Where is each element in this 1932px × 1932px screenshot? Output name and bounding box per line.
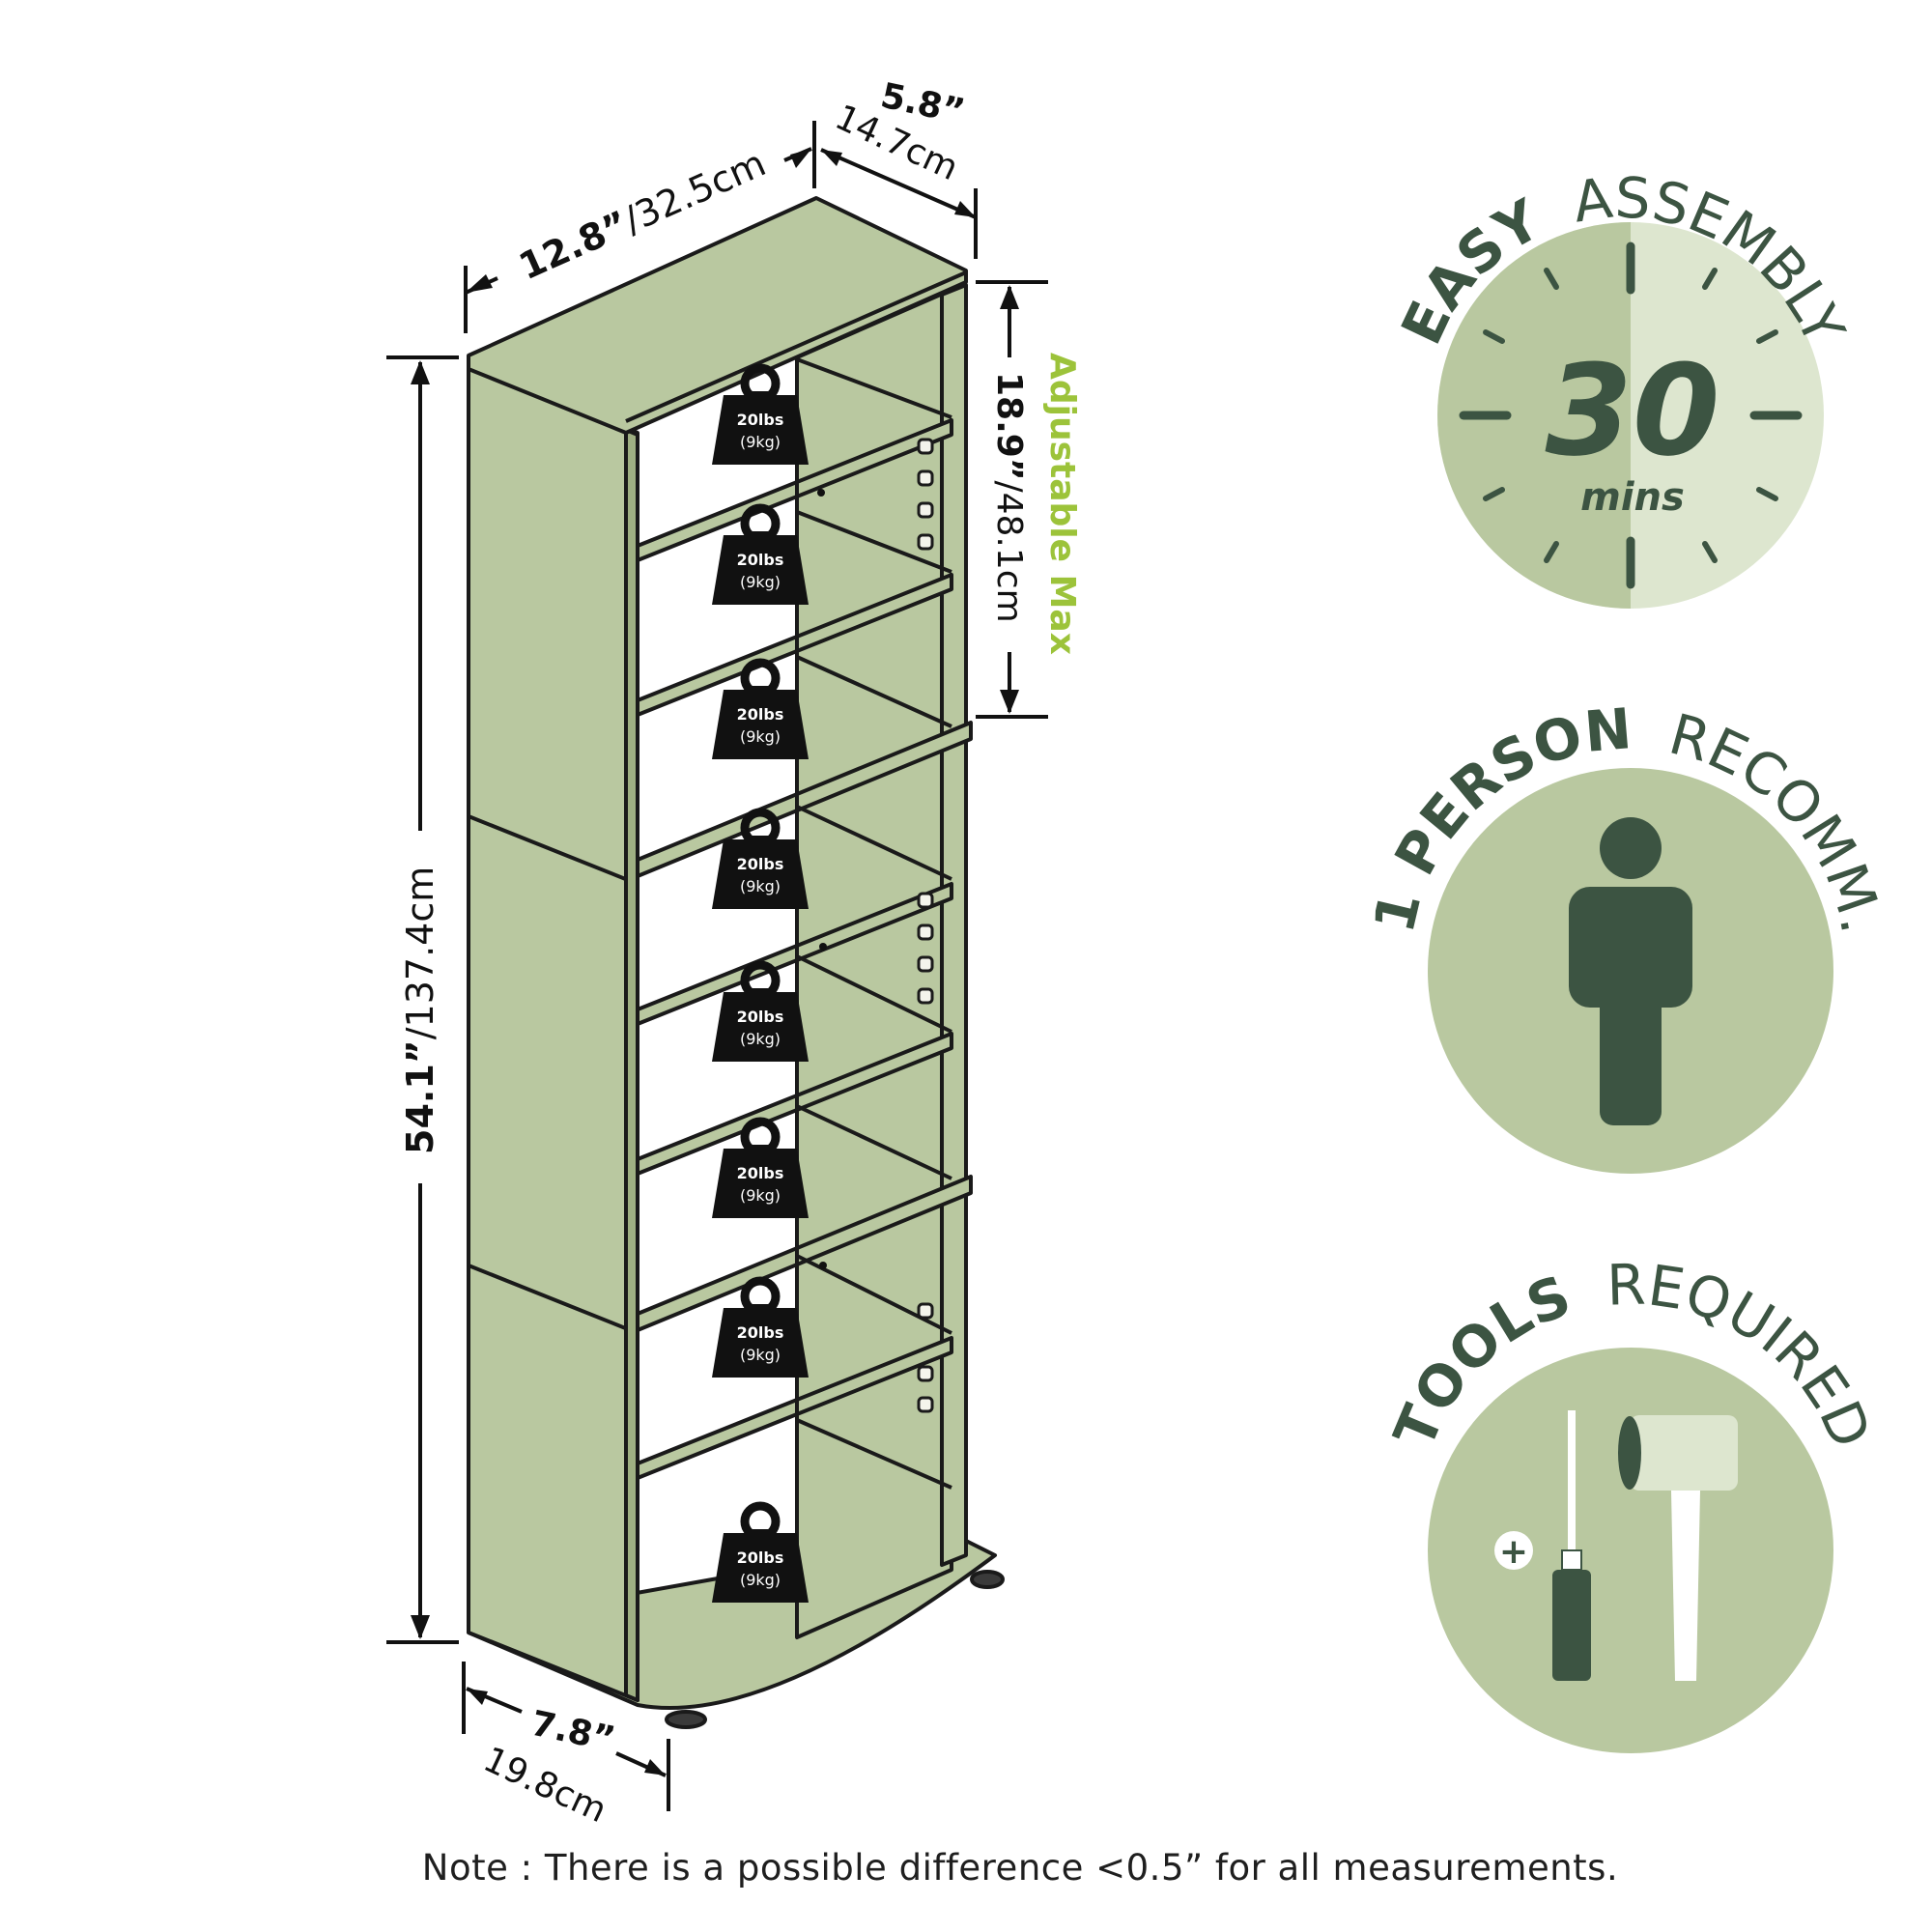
foot: [665, 1710, 707, 1729]
badge-tools-required: + TOOLS REQUIRED: [1381, 1252, 1884, 1753]
shelf-load-icons: 20lbs (9kg) 20lbs (9kg) 20lbs (9kg) 20lbs (9kg)…: [712, 368, 809, 1603]
foot: [970, 1570, 1005, 1589]
weight-lbs-label: 20lbs: [737, 1164, 784, 1182]
front-edge: [624, 428, 639, 1702]
adjustable-max-label: Adjustable Max: [1042, 353, 1082, 655]
shelves: [636, 418, 973, 1480]
person-icon: [1569, 817, 1692, 1125]
weight-icon: 20lbs (9kg): [712, 812, 809, 909]
weight-icon: 20lbs (9kg): [712, 508, 809, 605]
dimension-lines: [386, 121, 1048, 1811]
weight-lbs-label: 20lbs: [737, 1548, 784, 1567]
weight-lbs-label: 20lbs: [737, 551, 784, 569]
shelf-gap-label: 18.9”/48.1cm: [989, 372, 1029, 623]
weight-kg-label: (9kg): [740, 433, 781, 451]
assembly-minutes: 30: [1546, 337, 1720, 484]
weight-icon: 20lbs (9kg): [712, 1122, 809, 1218]
bookshelf-illustration: [467, 196, 1005, 1729]
right-side-panel: [940, 283, 968, 1567]
badge-easy-assembly: 30 mins EASY ASSEMBLY: [1388, 164, 1858, 609]
weight-lbs-label: 20lbs: [737, 855, 784, 873]
weight-lbs-label: 20lbs: [737, 1323, 784, 1342]
mallet-icon: [1618, 1415, 1738, 1681]
weight-icon: 20lbs (9kg): [712, 1281, 809, 1378]
weight-kg-label: (9kg): [740, 727, 781, 746]
weight-icon: 20lbs (9kg): [712, 965, 809, 1062]
left-side-panel: [467, 363, 639, 1702]
clock-ticks-icon: [1459, 242, 1803, 589]
weight-kg-label: (9kg): [740, 1186, 781, 1205]
base-depth-inch-label: 7.8”: [527, 1704, 618, 1760]
weight-kg-label: (9kg): [740, 877, 781, 895]
weight-kg-label: (9kg): [740, 1346, 781, 1364]
screwdriver-icon: +: [1494, 1410, 1591, 1681]
shelf-pin-holes: [917, 438, 934, 1413]
badge-one-person: 1 PERSON RECOMM.: [1361, 696, 1894, 1174]
weight-kg-label: (9kg): [740, 1571, 781, 1589]
weight-lbs-label: 20lbs: [737, 411, 784, 429]
measurement-note: Note : There is a possible difference <0…: [421, 1847, 1619, 1889]
svg-text:+: +: [1499, 1532, 1528, 1572]
weight-icon: 20lbs (9kg): [712, 1506, 809, 1603]
weight-icon: 20lbs (9kg): [712, 663, 809, 759]
weight-lbs-label: 20lbs: [737, 705, 784, 724]
weight-kg-label: (9kg): [740, 573, 781, 591]
top-board: [467, 196, 968, 435]
height-label: 54.1”/137.4cm: [399, 867, 441, 1154]
assembly-unit: mins: [1580, 475, 1685, 520]
weight-kg-label: (9kg): [740, 1030, 781, 1048]
weight-lbs-label: 20lbs: [737, 1008, 784, 1026]
weight-icon: 20lbs (9kg): [712, 368, 809, 465]
